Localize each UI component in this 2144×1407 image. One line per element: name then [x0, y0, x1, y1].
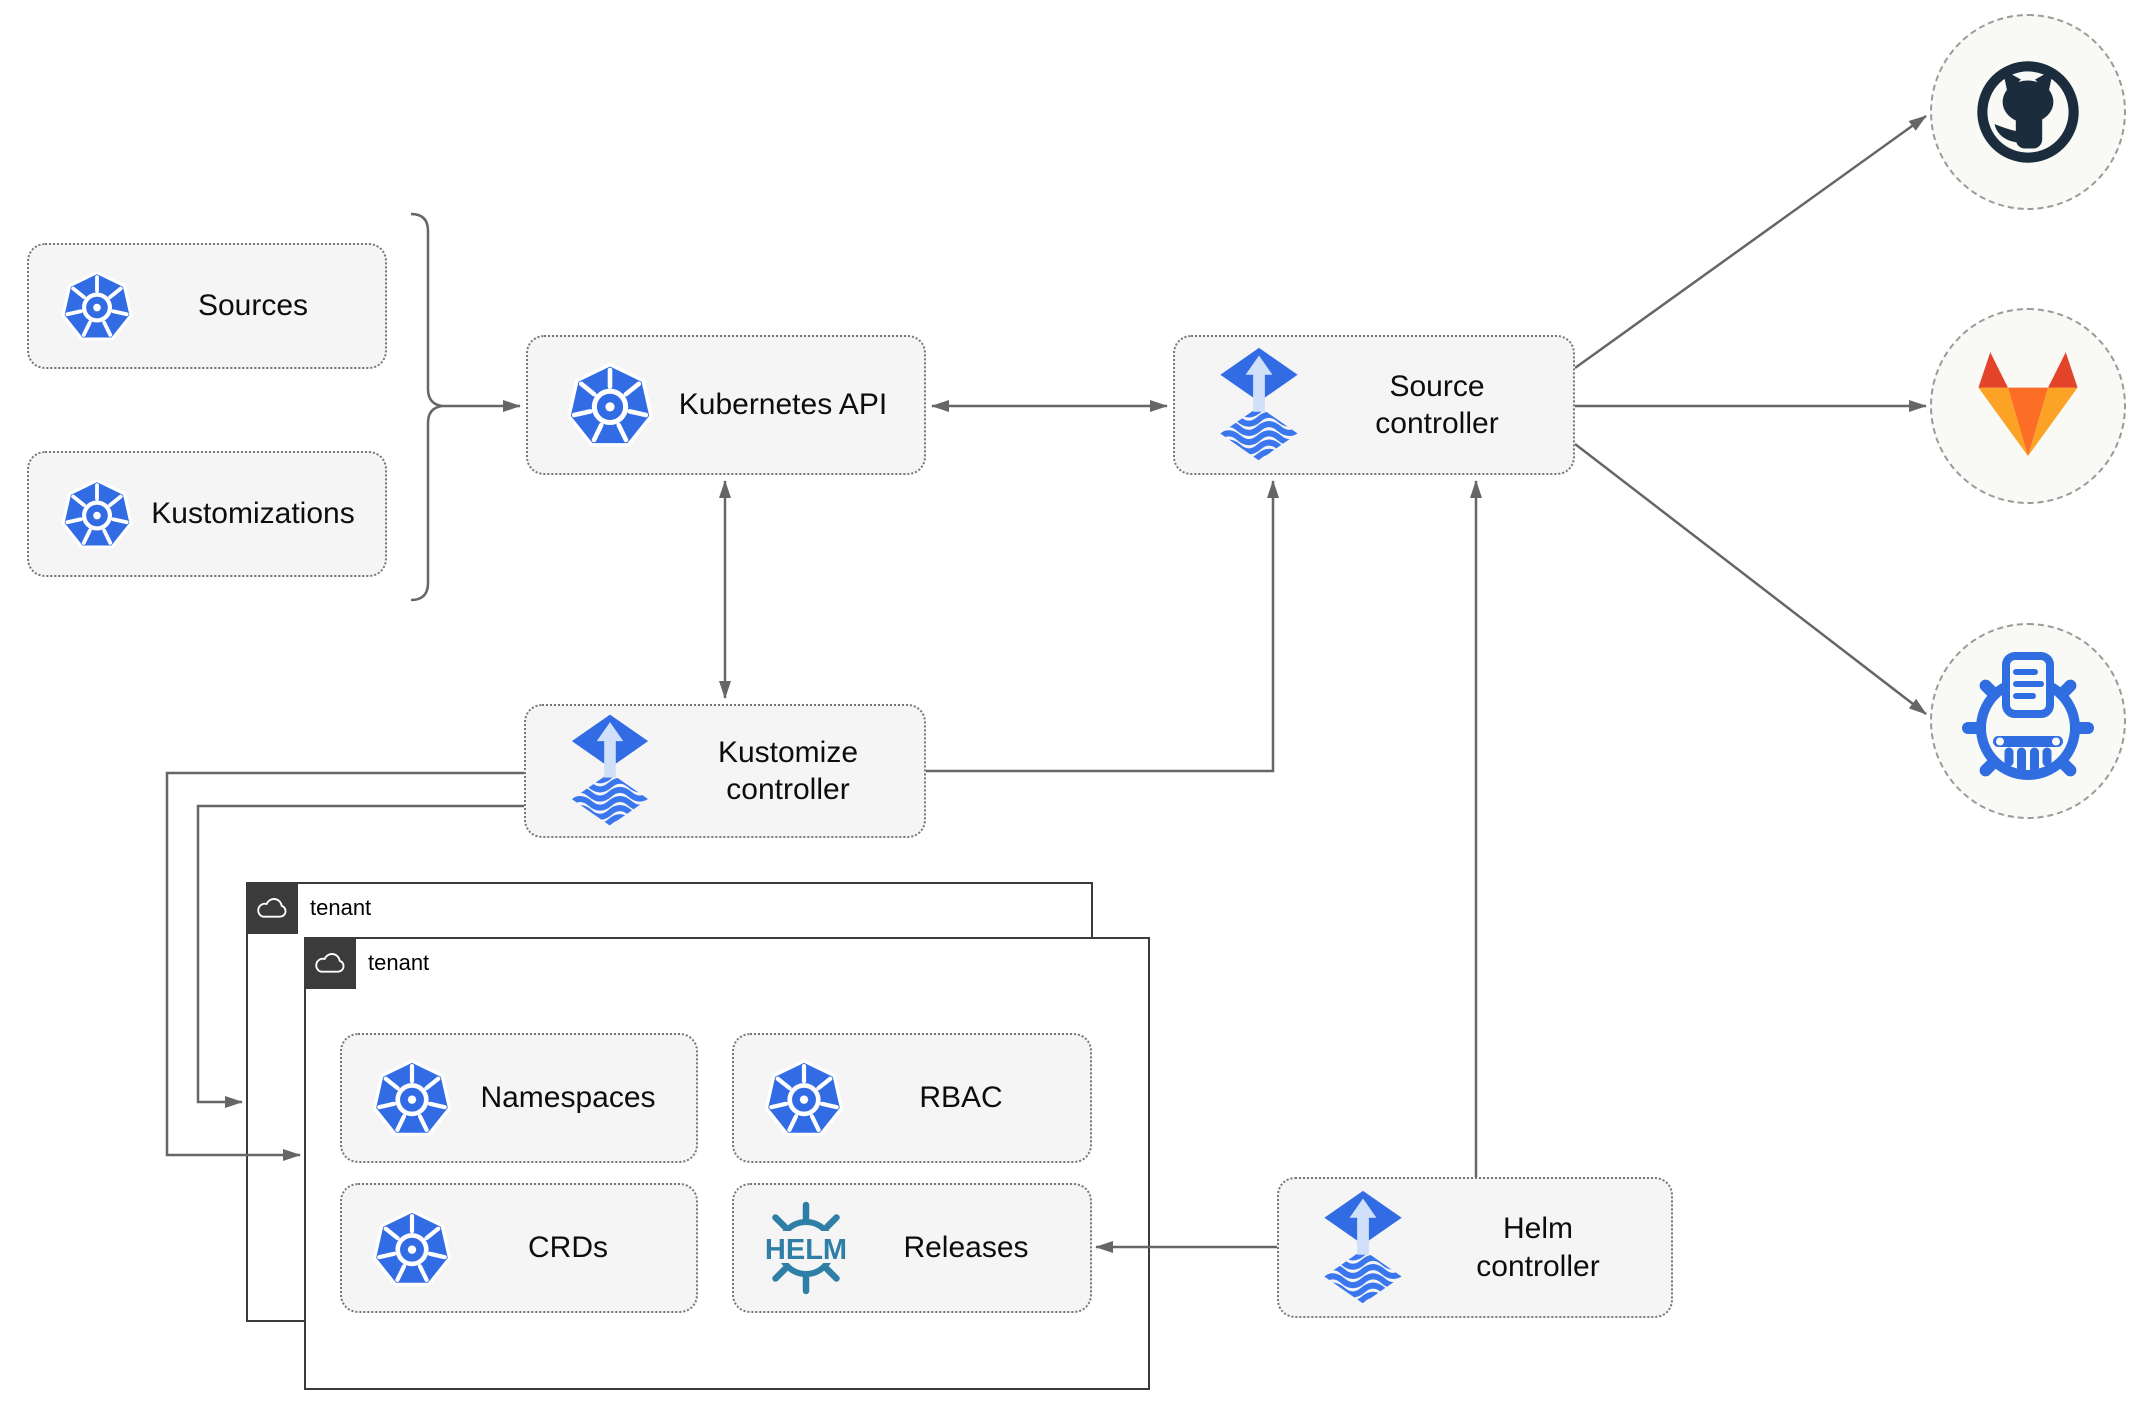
kubernetes-icon — [370, 1206, 454, 1290]
node-label: Kustomize controller — [717, 735, 859, 807]
node-label: CRDs — [528, 1231, 608, 1265]
cloud-icon — [312, 951, 348, 976]
kubernetes-icon — [370, 1056, 454, 1140]
node-kubernetes-api: Kubernetes API — [526, 335, 926, 475]
tenant-tab-outer — [246, 882, 298, 934]
github-icon — [1957, 41, 2099, 183]
cloud-icon — [254, 896, 290, 921]
flux-icon — [1321, 1189, 1405, 1307]
node-kustomize-controller: Kustomize controller — [524, 704, 926, 838]
node-helm-controller: Helm controller — [1277, 1177, 1673, 1318]
github-endpoint — [1930, 14, 2126, 210]
chartmuseum-icon — [1953, 646, 2103, 796]
node-releases: HELM Releases — [732, 1183, 1092, 1313]
node-source-controller: Source controller — [1173, 335, 1575, 475]
bracket-sources-group — [410, 212, 443, 602]
edge-source-controller-to-github — [1574, 114, 1927, 370]
node-namespaces: Namespaces — [340, 1033, 698, 1163]
node-label: Releases — [903, 1231, 1029, 1265]
kubernetes-icon — [564, 359, 656, 451]
gitlab-endpoint — [1930, 308, 2126, 504]
flux-icon — [1217, 346, 1301, 464]
tenant-container-inner: tenant — [304, 937, 1150, 1390]
node-label: Helm controller — [1476, 1212, 1600, 1283]
helm-icon: HELM — [756, 1201, 856, 1295]
node-sources: Sources — [27, 243, 387, 369]
node-label: Sources — [197, 289, 309, 323]
chartmuseum-endpoint — [1930, 623, 2126, 819]
kubernetes-icon — [59, 268, 135, 344]
node-label: Kubernetes API — [678, 388, 888, 422]
node-label: RBAC — [919, 1081, 1003, 1115]
helm-logo-text: HELM — [765, 1234, 847, 1266]
node-kustomizations: Kustomizations — [27, 451, 387, 577]
node-crds: CRDs — [340, 1183, 698, 1313]
tenant-tab-inner — [304, 937, 356, 989]
node-label: Kustomizations — [151, 497, 355, 531]
kubernetes-icon — [762, 1056, 846, 1140]
tenant-label-inner: tenant — [368, 950, 430, 975]
edge-kustomize-to-source-controller — [926, 480, 1279, 773]
kubernetes-icon — [59, 476, 135, 552]
node-label: Namespaces — [480, 1081, 656, 1115]
node-label: Source controller — [1375, 369, 1499, 441]
tenant-label-outer: tenant — [310, 895, 372, 920]
node-rbac: RBAC — [732, 1033, 1092, 1163]
gitlab-icon — [1969, 352, 2087, 461]
edge-source-controller-to-chartmuseum — [1574, 443, 1927, 715]
flux-icon — [568, 713, 652, 829]
